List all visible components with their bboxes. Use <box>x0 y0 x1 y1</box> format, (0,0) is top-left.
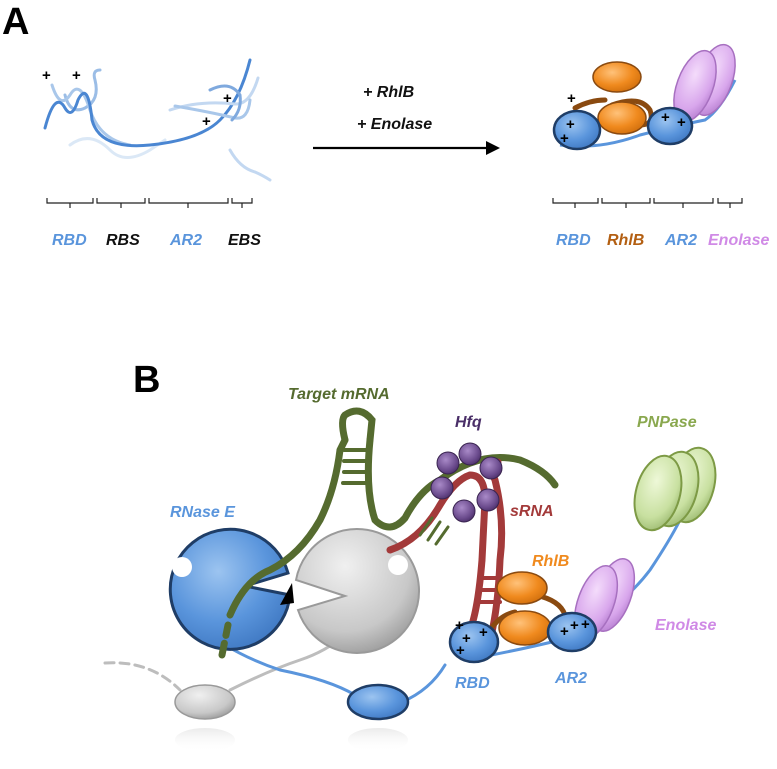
rhlb-domain <box>496 571 548 605</box>
rhlb-domain <box>498 610 552 646</box>
label-ar2: AR2 <box>664 232 697 249</box>
label-ebs: EBS <box>228 232 261 249</box>
plus-sign: + <box>560 623 569 640</box>
label-rbd: RBD <box>556 232 591 249</box>
plus-sign: + <box>72 67 81 84</box>
plus-sign: + <box>223 90 232 107</box>
label-enolase: Enolase <box>708 232 769 249</box>
plus-sign: + <box>661 109 670 126</box>
plus-sign: + <box>581 616 590 633</box>
label-srna: sRNA <box>510 503 554 520</box>
plus-sign: + <box>455 617 464 634</box>
plus-sign: + <box>456 642 465 659</box>
plus-sign: + <box>566 116 575 133</box>
disordered-chain-left <box>43 58 272 182</box>
plus-sign: + <box>462 630 471 647</box>
plus-sign: + <box>677 114 686 131</box>
arrow-label-rhlb: + RhlB <box>363 84 414 101</box>
pnpase <box>633 446 717 532</box>
plus-sign: + <box>560 130 569 147</box>
label-hfq: Hfq <box>455 414 482 431</box>
rhlb-domain <box>597 101 647 135</box>
reflections <box>175 728 408 752</box>
label-rbd: RBD <box>455 675 490 692</box>
plus-sign: + <box>42 67 51 84</box>
label-target-mrna: Target mRNA <box>288 386 390 403</box>
plus-sign: + <box>479 624 488 641</box>
label-rhlb: RhlB <box>607 232 644 249</box>
label-rbs: RBS <box>106 232 140 249</box>
cleavage-arrowhead <box>280 583 294 605</box>
panel-b-letter: B <box>133 359 160 401</box>
rnase-e-grey-domain <box>294 528 421 654</box>
label-ar2: AR2 <box>554 670 587 687</box>
label-pnpase: PNPase <box>637 414 697 431</box>
rnase-e-blue-domain <box>168 527 292 651</box>
reaction-arrow <box>313 141 500 155</box>
ar2-domain <box>546 611 598 653</box>
ar2-domain <box>646 106 694 146</box>
region-braces-right <box>552 198 743 208</box>
arrow-label-enolase: + Enolase <box>357 116 432 133</box>
target-mrna <box>218 407 559 659</box>
plus-sign: + <box>570 617 579 634</box>
label-ar2: AR2 <box>169 232 202 249</box>
rhlb-domain <box>592 61 642 93</box>
label-rhlb: RhlB <box>532 553 569 570</box>
label-rbd: RBD <box>52 232 87 249</box>
assembled-complex <box>552 43 737 151</box>
rbd-domain <box>448 620 500 664</box>
rbd-domain <box>552 109 602 151</box>
plus-sign: + <box>567 90 576 107</box>
panel-a-letter: A <box>2 1 29 43</box>
label-enolase: Enolase <box>655 617 716 634</box>
label-rnase-e: RNase E <box>170 504 236 521</box>
blue-subunit-oval <box>346 683 410 721</box>
grey-subunit-oval <box>174 684 236 720</box>
plus-sign: + <box>202 113 211 130</box>
region-braces-left <box>46 198 253 208</box>
rhlb-complex <box>448 571 598 664</box>
hfq-hexamer <box>430 442 503 523</box>
